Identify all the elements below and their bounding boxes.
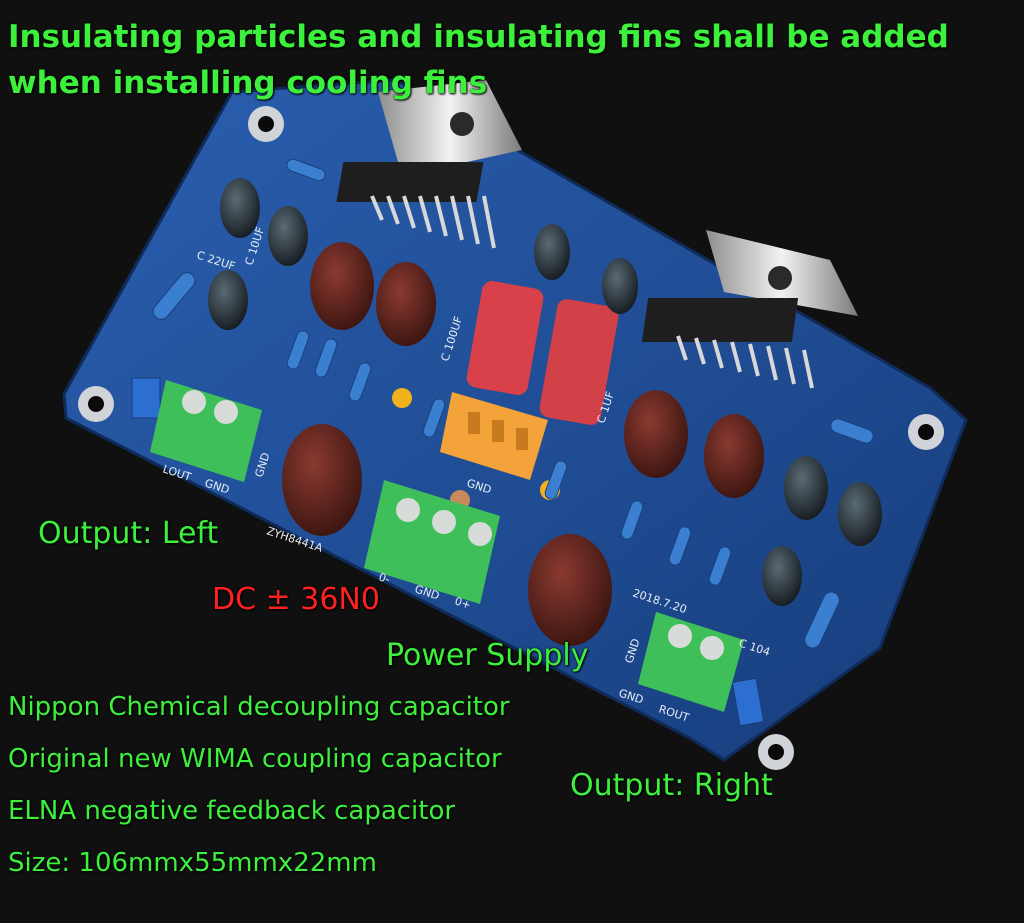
resistors xyxy=(131,158,874,727)
dc-supply-label: DC ± 36N0 xyxy=(212,582,380,617)
terminal-power xyxy=(364,480,500,604)
spec-line: Nippon Chemical decoupling capacitor xyxy=(8,692,510,722)
amplifier-chip-left xyxy=(336,80,522,249)
spec-line: ELNA negative feedback capacitor xyxy=(8,796,456,826)
terminal-blocks xyxy=(150,380,744,712)
header-connector xyxy=(440,392,548,480)
output-right-label: Output: Right xyxy=(570,768,773,803)
small-capacitors xyxy=(208,178,882,606)
wima-capacitors xyxy=(466,281,619,425)
terminal-left xyxy=(150,380,262,482)
silk-v-plus: 0+ xyxy=(453,594,472,611)
output-left-label: Output: Left xyxy=(38,516,219,551)
mounting-holes xyxy=(78,106,944,770)
electrolytic-capacitors xyxy=(282,242,764,646)
spec-line: Original new WIMA coupling capacitor xyxy=(8,744,502,774)
terminal-right xyxy=(638,612,744,712)
headline-caption: Insulating particles and insulating fins… xyxy=(8,19,949,101)
silk-v-minus: 0- xyxy=(377,570,391,586)
spec-line: Size: 106mmx55mmx22mm xyxy=(8,848,377,878)
amplifier-chip-right xyxy=(641,230,858,389)
power-supply-label: Power Supply xyxy=(386,638,589,673)
